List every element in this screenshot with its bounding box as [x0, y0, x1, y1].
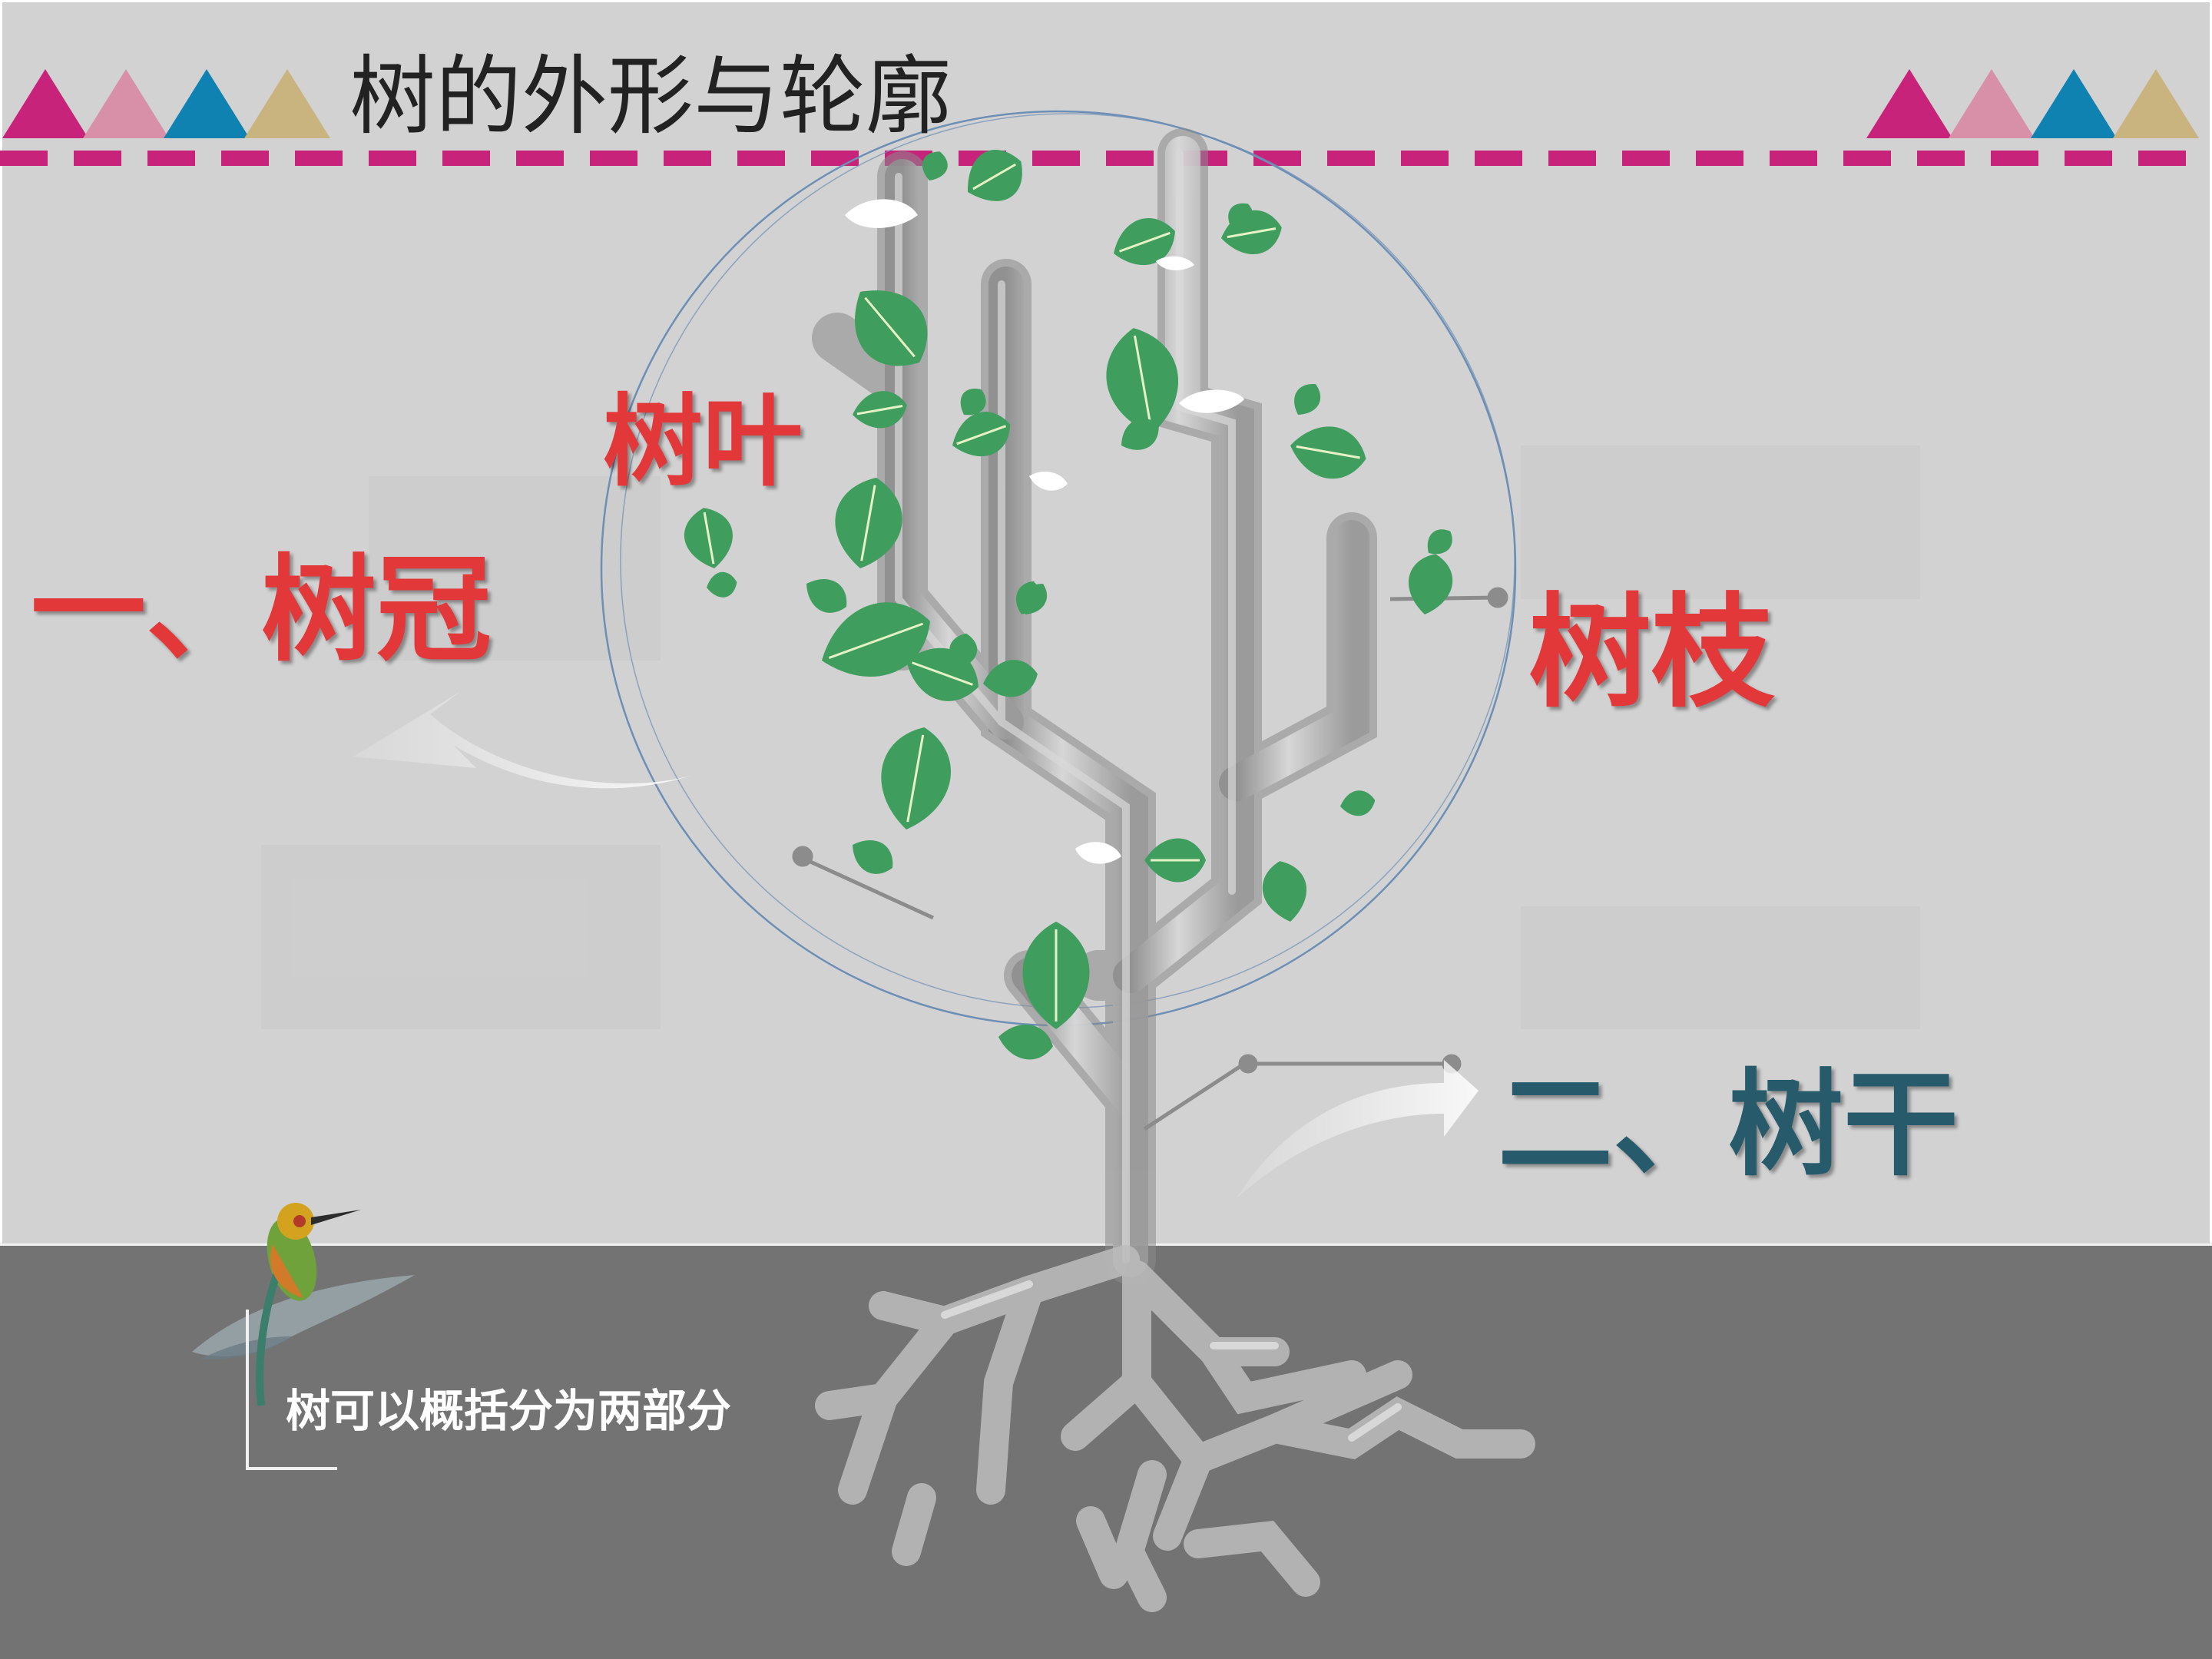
- triangle-icon: [2031, 69, 2117, 138]
- triangle-icon: [1866, 69, 1952, 138]
- tree-roots: [815, 1245, 1535, 1612]
- triangle-icon: [244, 69, 330, 138]
- triangle-icon: [164, 69, 250, 138]
- triangle-icon: [2, 69, 88, 138]
- crown-outline: [600, 110, 1517, 1027]
- ground-background: [0, 1243, 2212, 1659]
- branches-label: 树枝: [1528, 581, 1775, 724]
- leaves-label: 树叶: [603, 383, 803, 500]
- slide-title: 树的外形与轮廓: [349, 47, 952, 147]
- triangle-icon: [1949, 69, 2035, 138]
- triangle-icon: [2113, 69, 2199, 138]
- arrow-to-crown: [353, 691, 691, 789]
- pointer-lines: [792, 587, 1508, 1131]
- summary-bracket: [246, 1310, 337, 1470]
- dashed-divider: [0, 151, 2212, 166]
- triangle-icon: [83, 69, 169, 138]
- crown-label: 一、树冠: [31, 544, 492, 677]
- trunk-label: 二、树干: [1498, 1058, 1959, 1192]
- summary-text: 树可以概括分为两部分: [286, 1385, 732, 1437]
- leaves: [684, 149, 1453, 1060]
- arrow-to-trunk: [1237, 1060, 1479, 1198]
